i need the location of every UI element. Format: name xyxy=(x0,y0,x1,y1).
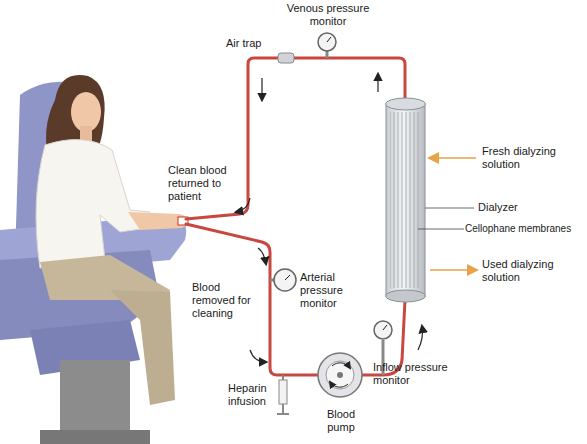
gauge-label: Venous pressure monitor xyxy=(282,2,374,28)
solution-label: Used dialyzing solution xyxy=(482,258,574,284)
heparin-syringe xyxy=(277,375,289,414)
blood-tubing xyxy=(186,58,405,375)
part-label: Heparin infusion xyxy=(228,382,278,408)
flow-label: Blood removed for cleaning xyxy=(192,281,260,320)
part-label: Cellophane membranes xyxy=(465,222,583,235)
part-label: Dialyzer xyxy=(478,201,548,214)
flow-arrow xyxy=(236,74,423,362)
blood-pump xyxy=(318,353,362,397)
solution-label: Fresh dialyzing solution xyxy=(482,145,574,171)
gauge-label: Arterial pressure monitor xyxy=(300,271,370,310)
patient xyxy=(36,75,188,405)
pressure-gauge xyxy=(270,33,392,375)
flow-label: Clean blood returned to patient xyxy=(168,164,240,203)
dialyzer xyxy=(386,98,477,302)
gauge-label: Inflow pressure monitor xyxy=(373,361,453,387)
air-trap xyxy=(278,53,294,63)
part-label: Blood pump xyxy=(316,408,366,434)
part-label: Air trap xyxy=(226,37,276,50)
